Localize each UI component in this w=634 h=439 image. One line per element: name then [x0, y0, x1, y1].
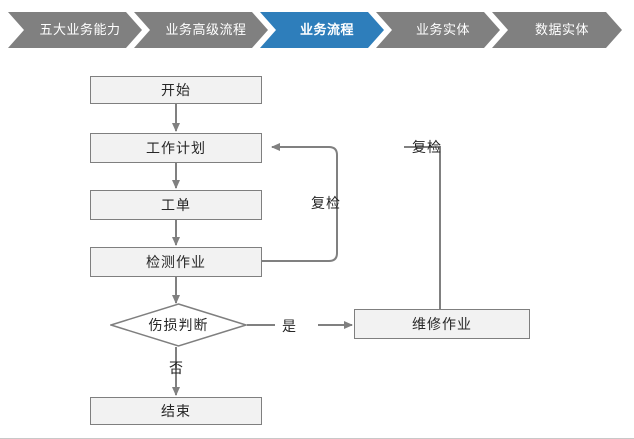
- edge-label-recheck-outer: 复检: [412, 140, 442, 156]
- node-work-plan-label: 工作计划: [146, 141, 206, 157]
- node-start-label: 开始: [161, 83, 191, 99]
- breadcrumb-item-2-label: 业务高级流程: [165, 22, 247, 38]
- breadcrumb: 五大业务能力 业务高级流程 业务流程 业务实体 数据实体: [0, 12, 634, 48]
- breadcrumb-item-4-label: 业务实体: [415, 22, 470, 38]
- node-work-plan[interactable]: 工作计划: [90, 133, 262, 163]
- edge-label-no: 否: [169, 361, 184, 377]
- diamond-shape: [110, 303, 247, 347]
- edge-recheck-inner-loop: [262, 143, 338, 262]
- node-end-label: 结束: [161, 404, 191, 420]
- breadcrumb-item-5[interactable]: 数据实体: [492, 12, 622, 48]
- node-start[interactable]: 开始: [90, 76, 262, 104]
- breadcrumb-item-3-active[interactable]: 业务流程: [260, 12, 384, 48]
- breadcrumb-item-2[interactable]: 业务高级流程: [134, 12, 268, 48]
- node-work-order[interactable]: 工单: [90, 190, 262, 220]
- node-repair-task-label: 维修作业: [412, 317, 472, 333]
- node-damage-decision[interactable]: 伤损判断: [110, 303, 247, 347]
- node-inspection-task-label: 检测作业: [146, 255, 206, 271]
- node-damage-decision-label: 伤损判断: [148, 318, 209, 334]
- breadcrumb-item-1[interactable]: 五大业务能力: [8, 12, 142, 48]
- breadcrumb-item-3-label: 业务流程: [299, 22, 354, 38]
- breadcrumb-item-4[interactable]: 业务实体: [376, 12, 500, 48]
- edge-label-yes: 是: [282, 319, 297, 335]
- edge-label-recheck-inner: 复检: [311, 196, 341, 212]
- node-end[interactable]: 结束: [90, 397, 262, 425]
- node-inspection-task[interactable]: 检测作业: [90, 247, 262, 277]
- edge-recheck-outer-loop: [404, 146, 441, 309]
- node-work-order-label: 工单: [161, 198, 191, 214]
- breadcrumb-item-5-label: 数据实体: [534, 22, 589, 38]
- node-repair-task[interactable]: 维修作业: [354, 309, 530, 339]
- breadcrumb-item-1-label: 五大业务能力: [39, 22, 121, 38]
